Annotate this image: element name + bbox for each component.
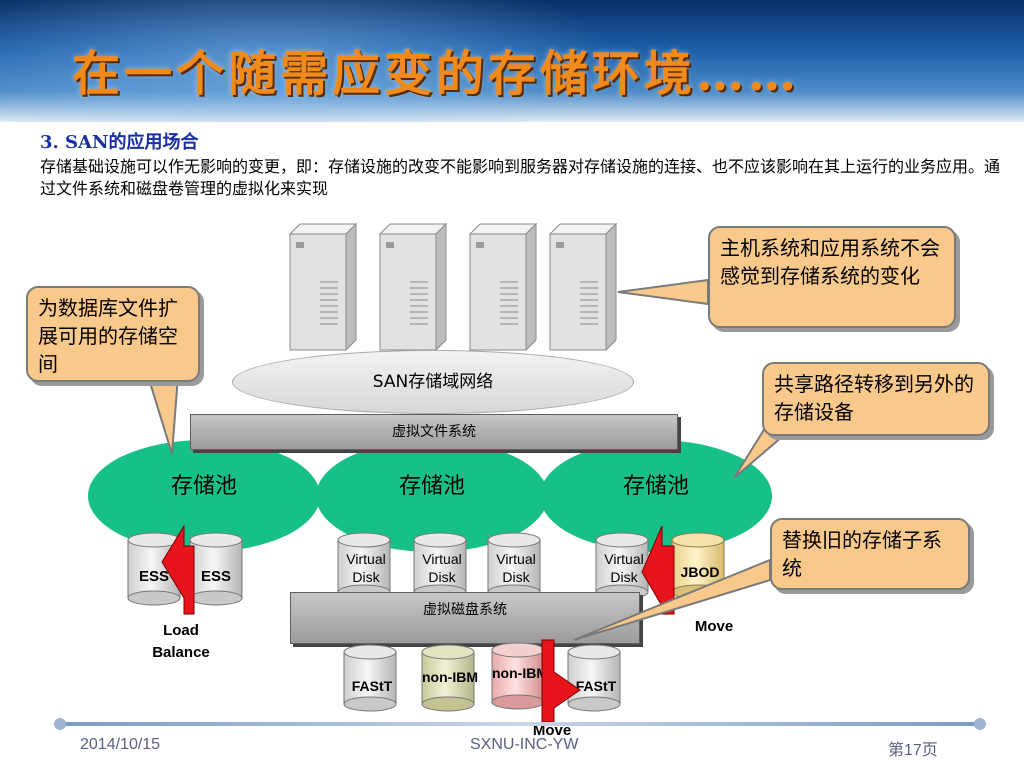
right-arrow-icon [641, 525, 675, 615]
ess-label: ESS [138, 568, 169, 585]
fastt-cylinder-icon [567, 644, 621, 712]
ess-cylinder-icon [189, 532, 243, 606]
server-icon [468, 222, 538, 352]
fastt-cylinder-icon [343, 644, 397, 712]
server-icon [548, 222, 618, 352]
non-ibm-label: non-IBM [492, 665, 548, 681]
virtual-file-system-bar: 虚拟文件系统 [190, 414, 678, 450]
callout-bottom-right: 替换旧的存储子系统 [770, 518, 970, 590]
virtual-disk-system-bar: 虚拟磁盘系统 [290, 592, 640, 644]
server-icon [378, 222, 448, 352]
callout-left: 为数据库文件扩展可用的存储空间 [26, 286, 200, 382]
fastt-label: FAStT [575, 678, 617, 694]
title-glow [0, 0, 620, 122]
non-ibm-label: non-IBM [422, 669, 478, 685]
section-heading: 3. SAN的应用场合 [40, 132, 199, 153]
pool-label: 存储池 [398, 474, 465, 499]
san-network-ellipse: SAN存储域网络 [232, 350, 634, 414]
callout-mid-right: 共享路径转移到另外的存储设备 [762, 362, 990, 436]
bottom-arrow-icon [541, 639, 581, 723]
footer-org: SXNU-INC-YW [470, 736, 579, 753]
description-paragraph: 存储基础设施可以作无影响的变更，即：存储设施的改变不能影响到服务器对存储设施的连… [40, 157, 1001, 198]
pool-label: 存储池 [170, 474, 237, 499]
server-icon [288, 222, 358, 352]
virtual-disk-label: Virtual Disk [346, 551, 386, 585]
footer-dot [54, 718, 66, 730]
footer-date: 2014/10/15 [80, 736, 161, 753]
callout-top-right: 主机系统和应用系统不会感觉到存储系统的变化 [708, 226, 956, 328]
pool-label: 存储池 [622, 474, 689, 499]
jbod-label: JBOD [680, 564, 720, 580]
load-balance-label: Load Balance [152, 622, 210, 661]
slide-title: 在一个随需应变的存储环境…… [72, 46, 801, 102]
move-label: Move [532, 722, 572, 739]
fastt-label: FAStT [351, 678, 393, 694]
footer-divider [60, 722, 980, 726]
virtual-disk-label: Virtual Disk [496, 551, 536, 585]
virtual-disk-label: Virtual Disk [422, 551, 462, 585]
move-label: Move [694, 618, 734, 635]
title-banner [0, 0, 1024, 122]
non-ibm-cylinder-icon [421, 644, 475, 712]
servers-group [288, 222, 618, 352]
footer-dot [974, 718, 986, 730]
ess-label: ESS [200, 568, 231, 585]
left-arrow-icon [161, 524, 195, 615]
footer-page-number: 第17页 [888, 742, 938, 759]
